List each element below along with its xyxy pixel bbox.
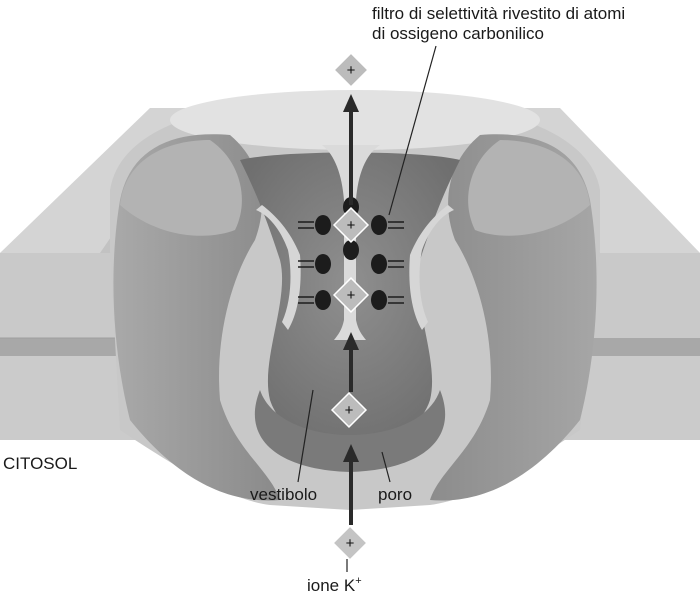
vestibule-label: vestibolo bbox=[250, 485, 318, 504]
arrow-middle bbox=[343, 332, 359, 392]
ion-charge-symbol: + bbox=[347, 62, 356, 79]
leader-vestibolo bbox=[297, 389, 314, 483]
oxygen-atom-right-1 bbox=[371, 215, 404, 235]
filter-lining-right bbox=[409, 205, 454, 330]
ion-label-text: ione K bbox=[307, 576, 356, 595]
cytosol-label: CITOSOL bbox=[3, 454, 78, 473]
protein-left-lobe bbox=[120, 140, 242, 236]
carbonyl-oxygen-atoms bbox=[298, 197, 404, 310]
potassium-ion-filter-upper: + bbox=[332, 206, 370, 244]
pore-label: poro bbox=[378, 485, 413, 504]
oxygen-atom-right-3 bbox=[371, 290, 404, 310]
filter-lining-left bbox=[256, 205, 301, 330]
arrow-bottom bbox=[343, 444, 359, 525]
potassium-ion-label: ione K+ bbox=[307, 576, 362, 596]
potassium-ion-vestibule: + bbox=[330, 391, 368, 429]
oxygen-atom-center-mid bbox=[343, 240, 359, 260]
ion-charge-symbol: + bbox=[346, 535, 355, 552]
oxygen-atom-left-2 bbox=[298, 254, 331, 274]
selectivity-filter-label: filtro di selettività rivestito di atomi… bbox=[372, 4, 625, 44]
potassium-ion-top: + bbox=[332, 51, 370, 89]
leader-lines bbox=[297, 45, 437, 572]
ion-charge-symbol: + bbox=[347, 287, 356, 304]
leader-filter bbox=[388, 45, 437, 216]
selectivity-filter-label-line2: di ossigeno carbonilico bbox=[372, 24, 544, 43]
ion-label-charge: + bbox=[355, 575, 362, 587]
ion-path-arrows bbox=[343, 94, 359, 525]
protein-rim bbox=[170, 90, 540, 150]
potassium-ion-cytosol: + bbox=[331, 524, 369, 562]
oxygen-atom-right-2 bbox=[371, 254, 404, 274]
ion-charge-symbol: + bbox=[347, 217, 356, 234]
oxygen-atom-left-3 bbox=[298, 290, 331, 310]
potassium-ion-filter-lower: + bbox=[332, 276, 370, 314]
oxygen-atom-left-1 bbox=[298, 215, 331, 235]
ion-charge-symbol: + bbox=[345, 402, 354, 419]
arrow-top bbox=[343, 94, 359, 205]
leader-poro bbox=[381, 451, 391, 483]
protein-right-lobe bbox=[468, 140, 590, 236]
selectivity-filter-label-line1: filtro di selettività rivestito di atomi bbox=[372, 4, 626, 23]
